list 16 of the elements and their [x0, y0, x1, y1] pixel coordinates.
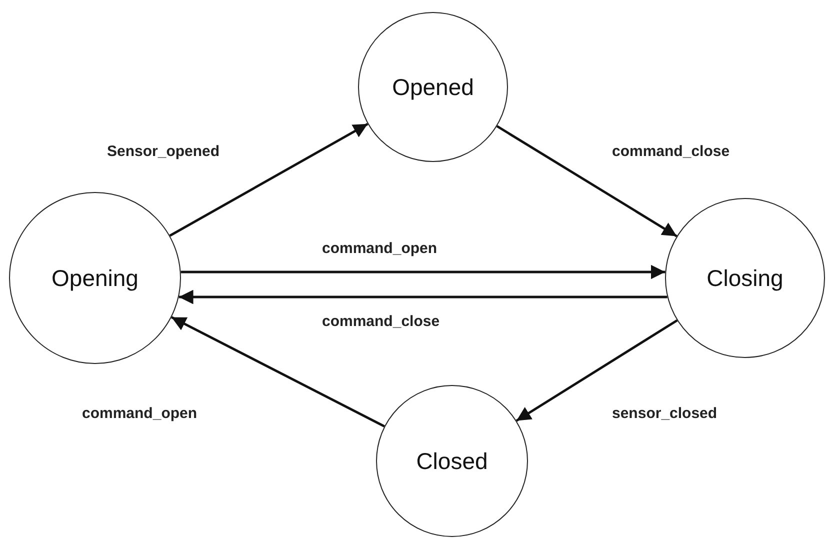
arrow: [516, 319, 678, 422]
edge-label: command_close: [320, 313, 442, 330]
state-name: Closed: [416, 448, 488, 474]
arrow: [169, 122, 368, 237]
edge-label: command_close: [610, 143, 732, 160]
edge-label: sensor_closed: [610, 405, 720, 422]
arrow: [496, 125, 678, 238]
state-name: Opened: [392, 74, 474, 100]
state-name: Closing: [706, 264, 784, 292]
edge-label: command_open: [320, 240, 440, 257]
edge-label: command_open: [80, 405, 200, 422]
arrow: [178, 290, 668, 304]
edge-label: Sensor_opened: [105, 143, 222, 160]
arrow: [170, 316, 385, 428]
arrow: [180, 264, 666, 280]
state-name: Opening: [52, 264, 138, 292]
